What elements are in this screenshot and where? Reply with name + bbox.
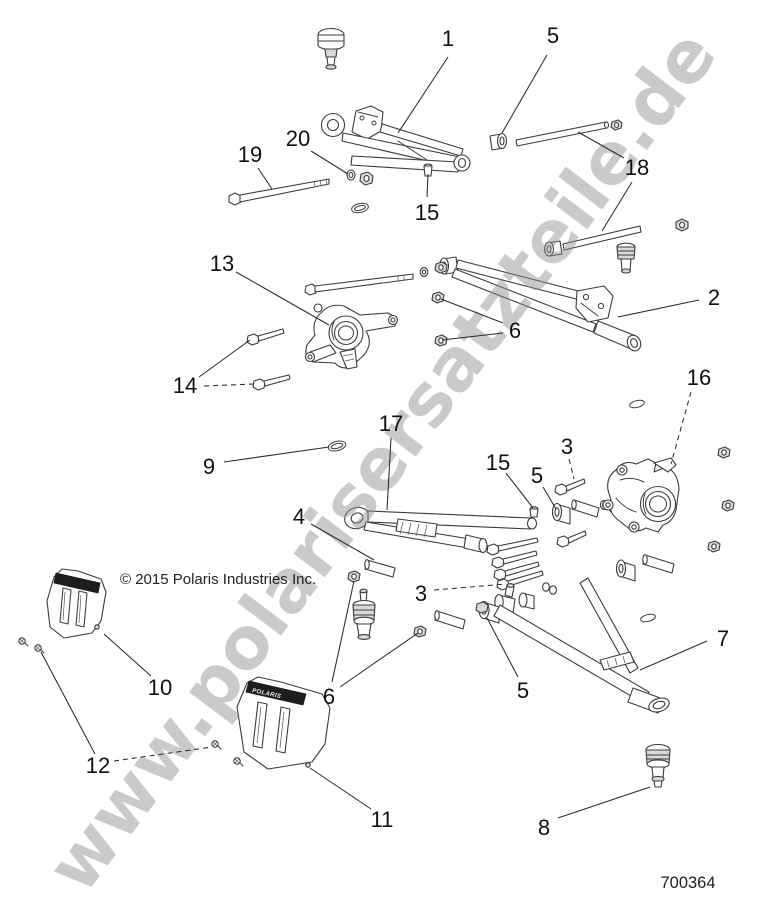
callout-label-6-19: 6 bbox=[323, 684, 335, 709]
copyright-text: © 2015 Polaris Industries Inc. bbox=[120, 571, 316, 588]
callout-label-5-1: 5 bbox=[547, 23, 559, 48]
callout-14-leader bbox=[198, 339, 251, 378]
screw-icon bbox=[18, 637, 29, 647]
ball-joint-18 bbox=[616, 242, 636, 274]
callout-9-leader bbox=[223, 446, 330, 463]
o-ring-top bbox=[351, 202, 369, 214]
callout-5-leader bbox=[542, 486, 557, 510]
callout-4-leader bbox=[310, 523, 375, 561]
callout-20-leader bbox=[310, 150, 349, 175]
callout-5-leader bbox=[486, 617, 519, 678]
part-number: 700364 bbox=[660, 874, 715, 892]
callout-label-1-0: 1 bbox=[442, 26, 454, 51]
a-arm-guard-11: POLARIS bbox=[236, 676, 331, 770]
bolts-14 bbox=[246, 328, 291, 391]
callout-label-3-17: 3 bbox=[415, 581, 427, 606]
callout-label-19-2: 19 bbox=[238, 142, 262, 167]
screw-icon bbox=[211, 740, 222, 750]
callout-6-leader bbox=[441, 332, 504, 341]
callout-6-leader bbox=[339, 632, 419, 688]
callout-label-15-14: 15 bbox=[486, 450, 510, 475]
callout-label-18-5: 18 bbox=[625, 155, 649, 180]
callout-15-leader bbox=[505, 472, 534, 509]
right-steering-knuckle bbox=[602, 457, 680, 533]
washer-nut-20 bbox=[346, 169, 374, 186]
callout-16-leader bbox=[670, 391, 692, 465]
callout-17-leader bbox=[386, 437, 392, 511]
callout-label-11-23: 11 bbox=[371, 807, 394, 832]
callout-6-leader bbox=[440, 298, 504, 324]
callout-label-5-20: 5 bbox=[517, 678, 529, 703]
screw-icon bbox=[34, 644, 45, 654]
parts-layer: POLARIS POLARIS bbox=[18, 27, 735, 788]
bolt-19 bbox=[228, 178, 330, 206]
callout-10-leader bbox=[103, 633, 152, 677]
callout-1-leader bbox=[397, 56, 449, 134]
callout-11-leader bbox=[309, 767, 372, 810]
callout-label-8-24: 8 bbox=[538, 815, 550, 840]
callout-2-leader bbox=[617, 299, 700, 318]
screw-icon bbox=[233, 757, 244, 767]
lower-left-control-arm bbox=[344, 506, 539, 554]
callout-label-17-12: 17 bbox=[379, 411, 403, 436]
callout-label-14-9: 14 bbox=[173, 373, 197, 398]
callout-15-leader bbox=[426, 173, 429, 198]
plate-11-logo: POLARIS bbox=[252, 688, 282, 700]
callout-label-20-3: 20 bbox=[286, 126, 310, 151]
a-arm-guard-10: POLARIS bbox=[46, 568, 107, 639]
flange-nuts-right bbox=[629, 399, 735, 623]
callout-7-leader bbox=[639, 640, 708, 671]
lower-right-control-arm bbox=[493, 577, 670, 714]
callout-label-9-11: 9 bbox=[203, 454, 215, 479]
callout-12-leader bbox=[40, 651, 96, 755]
callout-18-leader bbox=[601, 181, 633, 232]
o-ring-9 bbox=[327, 440, 347, 452]
callout-label-15-4: 15 bbox=[415, 200, 439, 225]
callout-12-leader bbox=[113, 746, 213, 762]
callout-6-leader bbox=[331, 580, 355, 683]
left-steering-knuckle bbox=[304, 273, 414, 370]
callout-19-leader bbox=[257, 167, 273, 190]
callout-8-leader bbox=[557, 786, 651, 819]
callout-label-12-22: 12 bbox=[86, 753, 110, 778]
plate-10-logo: POLARIS bbox=[58, 587, 88, 599]
stabilizer-rod-lower bbox=[543, 218, 689, 274]
callout-label-10-18: 10 bbox=[148, 675, 172, 700]
callout-label-3-13: 3 bbox=[561, 434, 573, 459]
flange-nuts-6-upper bbox=[419, 261, 448, 347]
upper-left-control-arm bbox=[320, 105, 471, 177]
callout-label-5-15: 5 bbox=[531, 463, 543, 488]
callout-label-16-10: 16 bbox=[687, 365, 711, 390]
callout-label-6-8: 6 bbox=[509, 318, 521, 343]
callout-18-leader bbox=[577, 131, 625, 159]
stabilizer-rod-upper bbox=[489, 119, 623, 151]
callout-14-leader bbox=[203, 383, 255, 387]
callout-3-leader bbox=[568, 458, 575, 480]
ball-joint-lower-left bbox=[352, 588, 376, 640]
callout-label-13-6: 13 bbox=[210, 251, 234, 276]
screws-12 bbox=[18, 637, 244, 767]
mounting-hardware-center bbox=[347, 478, 675, 638]
callout-3-leader bbox=[433, 583, 507, 591]
callout-13-leader bbox=[235, 271, 330, 326]
callout-5-leader bbox=[501, 54, 548, 134]
callout-label-7-21: 7 bbox=[717, 626, 729, 651]
ball-joint-upper-icon bbox=[317, 27, 345, 70]
callout-label-4-16: 4 bbox=[293, 504, 305, 529]
callout-label-2-7: 2 bbox=[708, 285, 720, 310]
ball-joint-8 bbox=[645, 743, 671, 788]
